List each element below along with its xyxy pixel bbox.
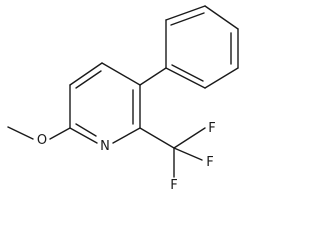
double-bond-inner <box>171 64 204 82</box>
bond <box>173 147 203 161</box>
bond <box>112 127 141 144</box>
oxygen-label: O <box>37 133 47 148</box>
bond <box>49 127 71 140</box>
bond <box>204 5 239 30</box>
bond <box>7 126 34 140</box>
bond <box>173 127 206 149</box>
fluorine-label-3: F <box>170 178 177 193</box>
methoxy-group <box>7 126 71 140</box>
bond <box>69 62 103 86</box>
bond <box>165 67 206 89</box>
double-bond-inner <box>170 12 205 26</box>
pyridine-ring <box>69 62 141 144</box>
aryl-aryl-bond <box>139 67 167 86</box>
trifluoromethyl-group <box>139 127 206 178</box>
bond <box>165 5 206 21</box>
bond <box>139 127 175 149</box>
phenyl-ring <box>165 5 239 89</box>
fluorine-label-1: F <box>208 121 215 136</box>
bond <box>101 62 141 86</box>
molecule-structure: O N F F F <box>7 5 239 193</box>
structure-canvas: O N F F F <box>7 5 239 193</box>
double-bond-inner <box>75 123 97 137</box>
fluorine-label-2: F <box>206 155 213 170</box>
bond <box>69 127 98 144</box>
double-bond-inner <box>75 70 102 89</box>
bond <box>204 67 239 89</box>
nitrogen-label: N <box>100 139 110 154</box>
